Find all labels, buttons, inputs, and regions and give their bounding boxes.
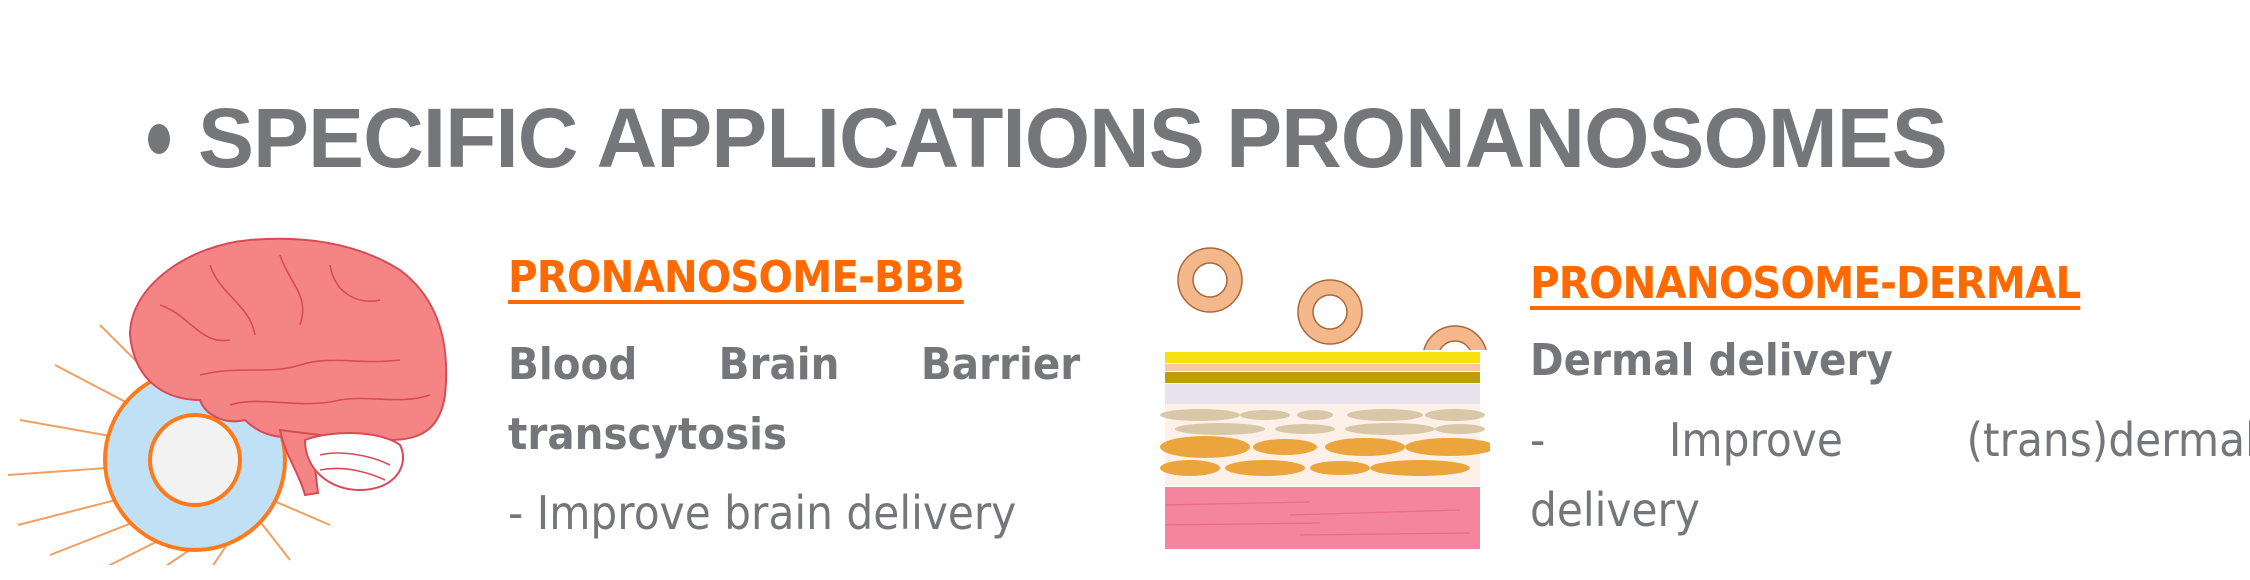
bbb-subtitle-line1: Blood Brain Barrier	[508, 339, 1081, 390]
slide-title: SPECIFIC APPLICATIONS PRONANOSOMES	[148, 96, 1948, 180]
bbb-heading: PRONANOSOME-BBB	[508, 252, 965, 303]
bbb-subtitle-line2: transcytosis	[508, 409, 788, 460]
dermal-subtitle: Dermal delivery	[1530, 335, 1893, 386]
dermal-bullet-line1: - Improve (trans)dermal	[1530, 413, 2250, 467]
bbb-bullet: - Improve brain delivery	[508, 486, 1017, 540]
slide-title-text: SPECIFIC APPLICATIONS PRONANOSOMES	[198, 91, 1948, 185]
brain	[128, 237, 448, 497]
dermal-bullet-line2: delivery	[1530, 483, 1700, 537]
brain-with-liposome-icon	[7, 237, 448, 565]
liposome-inner	[148, 413, 242, 507]
dermal-heading: PRONANOSOME-DERMAL	[1530, 258, 2081, 309]
skin-layers-with-vesicles-icon	[1160, 247, 1490, 550]
bullet-icon	[148, 123, 170, 154]
